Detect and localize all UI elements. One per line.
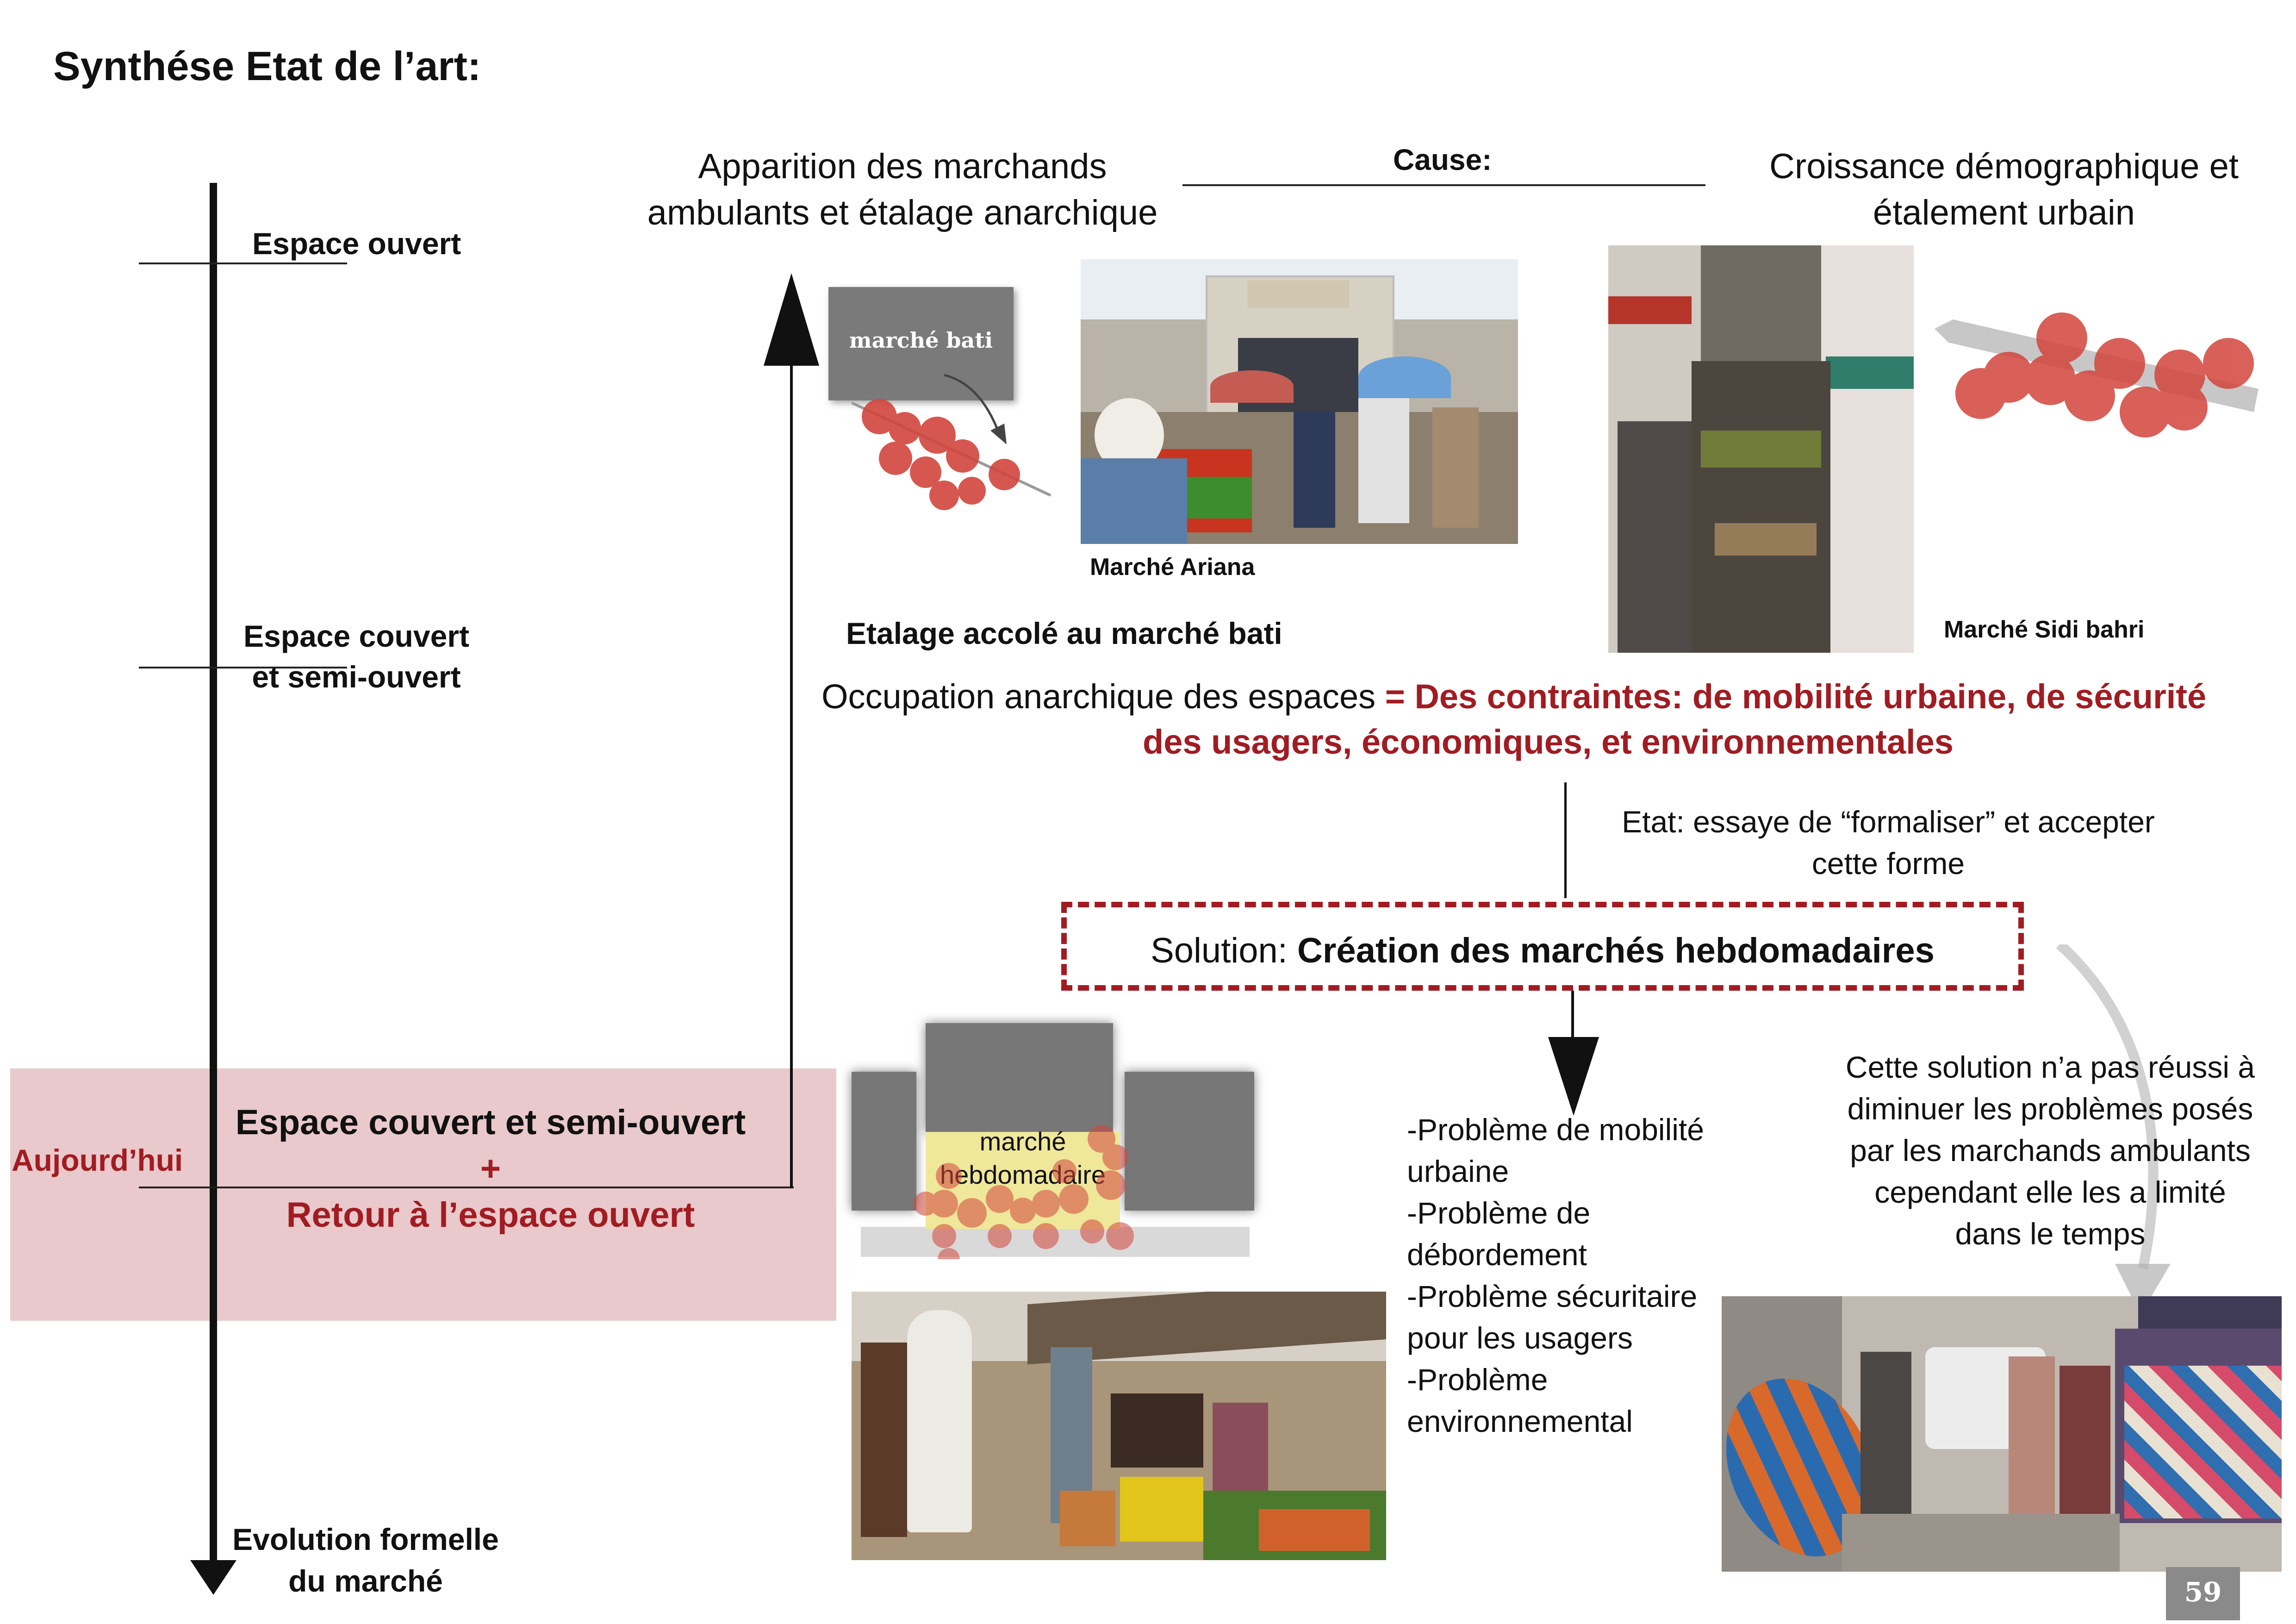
today-text: Espace couvert et semi-ouvert + Retour à… <box>218 1099 764 1238</box>
hebdo-diagram: marché hebdomadaire <box>852 1018 1259 1259</box>
marche-bati-label: marché bati <box>849 328 993 353</box>
etalement-dots-diagram <box>1935 312 2259 437</box>
tick-today <box>139 1187 794 1188</box>
stage2-label: Espace couvert et semi-ouvert <box>222 616 491 697</box>
hebdo-label: marché hebdomadaire <box>912 1125 1134 1192</box>
occupation-highlight-2: des usagers, économiques, et environneme… <box>1143 723 1954 761</box>
photo-marche-ariana <box>1081 259 1518 544</box>
problem-line: -Problème de mobilité <box>1407 1112 1704 1147</box>
etat-line1: Etat: essaye de “formaliser” et accepter <box>1622 805 2155 839</box>
problem-line: urbaine <box>1407 1154 1509 1188</box>
cause-left-line2: ambulants et étalage anarchique <box>647 193 1158 232</box>
page-title: Synthése Etat de l’art: <box>53 43 481 89</box>
etat-connector <box>1564 782 1567 898</box>
occupation-highlight-1: = Des contraintes: de mobilité urbaine, … <box>1385 677 2207 716</box>
caption-marche-sidi-bahri: Marché Sidi bahri <box>1944 616 2145 643</box>
axis-label: Evolution formelle du marché <box>213 1518 518 1602</box>
marche-bati-block: marché bati <box>828 287 1014 400</box>
stage1-label: Espace ouvert <box>252 226 461 261</box>
today-plus: + <box>480 1149 501 1188</box>
conclusion-line: par les marchands ambulants <box>1850 1133 2251 1168</box>
occupation-line1: Occupation anarchique des espaces = Des … <box>821 674 2275 720</box>
page-number-box: 59 <box>2166 1567 2240 1620</box>
solution-prefix: Solution: <box>1151 931 1297 970</box>
conclusion-line: diminuer les problèmes posés <box>1847 1092 2253 1126</box>
cause-label: Cause: <box>1393 143 1492 176</box>
solution-down-arrow-shaft <box>1571 991 1574 1051</box>
etat-text: Etat: essaye de “formaliser” et accepter… <box>1587 801 2189 884</box>
return-arrow-shaft <box>790 356 793 1188</box>
photo-street-market <box>1722 1296 2282 1572</box>
cause-right-line1: Croissance démographique et <box>1769 147 2239 186</box>
problem-line: -Problème sécuritaire <box>1407 1279 1698 1313</box>
tick-stage1 <box>139 262 347 264</box>
axis-label-line1: Evolution formelle <box>232 1522 499 1556</box>
problem-line: -Problème <box>1407 1362 1548 1397</box>
solution-bold: Création des marchés hebdomadaires <box>1297 931 1935 970</box>
curved-arrow-icon <box>2056 944 2171 1315</box>
stage2-line1: Espace couvert <box>243 619 469 653</box>
today-label: Aujourd’hui <box>12 1143 183 1177</box>
tick-stage2 <box>139 667 347 668</box>
conclusion-line: cependant elle les a limité <box>1874 1175 2226 1209</box>
today-band <box>10 1068 836 1321</box>
problem-line: environnemental <box>1407 1404 1633 1438</box>
conclusion-line: dans le temps <box>1955 1217 2146 1251</box>
etat-line2: cette forme <box>1811 846 1965 881</box>
solution-box: Solution: Création des marchés hebdomada… <box>1061 902 2024 991</box>
return-arrow-head-icon <box>764 273 819 366</box>
page-number: 59 <box>2184 1576 2222 1608</box>
problem-line: -Problème de <box>1407 1196 1591 1230</box>
axis-label-line2: du marché <box>288 1564 443 1598</box>
caption-etalage: Etalage accolé au marché bati <box>846 616 1282 650</box>
stage2-line2: et semi-ouvert <box>252 660 461 694</box>
cause-left: Apparition des marchands ambulants et ét… <box>625 144 1180 236</box>
caption-marche-ariana: Marché Ariana <box>1090 554 1255 581</box>
today-line2: Retour à l’espace ouvert <box>286 1195 695 1235</box>
solution-text: Solution: Création des marchés hebdomada… <box>1067 931 2018 971</box>
etalage-dots-diagram <box>852 374 1052 510</box>
cause-left-line1: Apparition des marchands <box>698 147 1107 186</box>
problem-line: débordement <box>1407 1237 1587 1272</box>
conclusion-text: Cette solution n’a pas réussi à diminuer… <box>1796 1046 2296 1255</box>
photo-marche-sidi-bahri <box>1608 245 1914 653</box>
cause-connector <box>1182 184 1705 186</box>
photo-weekly-market <box>852 1292 1386 1560</box>
occupation-lead: Occupation anarchique des espaces <box>821 677 1376 716</box>
conclusion-line: Cette solution n’a pas réussi à <box>1845 1050 2255 1084</box>
cause-right: Croissance démographique et étalement ur… <box>1731 144 2277 236</box>
cause-right-line2: étalement urbain <box>1873 193 2135 232</box>
problems-list: -Problème de mobilité urbaine -Problème … <box>1407 1109 1740 1442</box>
timeline-arrow-head-icon <box>190 1560 236 1595</box>
problem-line: pour les usagers <box>1407 1321 1633 1355</box>
timeline-axis <box>210 183 217 1572</box>
solution-down-arrow-head-icon <box>1548 1037 1599 1116</box>
hebdo-label-line1: marché <box>979 1127 1066 1156</box>
hebdo-label-line2: hebdomadaire <box>940 1160 1106 1189</box>
today-line1: Espace couvert et semi-ouvert <box>235 1103 746 1142</box>
